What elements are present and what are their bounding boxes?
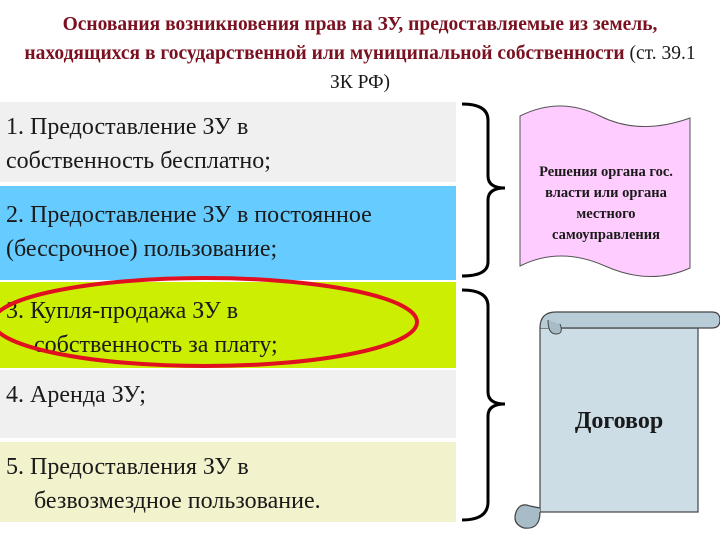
item-3-line1: 3. Купля-продажа ЗУ в: [6, 298, 239, 324]
list-item-4: 4. Аренда ЗУ;: [0, 370, 456, 438]
item-2-line1: 2. Предоставление ЗУ в постоянное: [6, 202, 372, 228]
item-2-line2: (бессрочное) пользование;: [6, 236, 278, 262]
title-reference: (ст. 39.1 ЗК РФ): [329, 43, 696, 93]
contract-text: Договор: [574, 408, 664, 434]
list-item-5: 5. Предоставления ЗУ в безвозмездное пол…: [0, 442, 456, 522]
decision-text: Решения органа гос. власти или органа ме…: [539, 164, 673, 243]
page-title: Основания возникновения прав на ЗУ, пред…: [20, 10, 700, 97]
decision-shape: [519, 105, 691, 277]
item-1-line1: 1. Предоставление ЗУ в: [6, 114, 249, 140]
highlight-ellipse: [0, 276, 419, 368]
upper-brace: [461, 102, 506, 278]
contract-scroll: [514, 311, 720, 529]
title-main: Основания возникновения прав на ЗУ, пред…: [24, 14, 658, 64]
lower-brace: [461, 288, 506, 522]
item-3-line2: собственность за плату;: [34, 332, 278, 358]
item-5-line2: безвозмездное пользование.: [34, 488, 321, 514]
list-item-2: 2. Предоставление ЗУ в постоянное (бесср…: [0, 186, 456, 280]
item-4-line1: 4. Аренда ЗУ;: [6, 382, 146, 408]
list-item-1: 1. Предоставление ЗУ в собственность бес…: [0, 102, 456, 182]
item-5-line1: 5. Предоставления ЗУ в: [6, 454, 249, 480]
item-1-line2: собственность бесплатно;: [6, 148, 271, 174]
